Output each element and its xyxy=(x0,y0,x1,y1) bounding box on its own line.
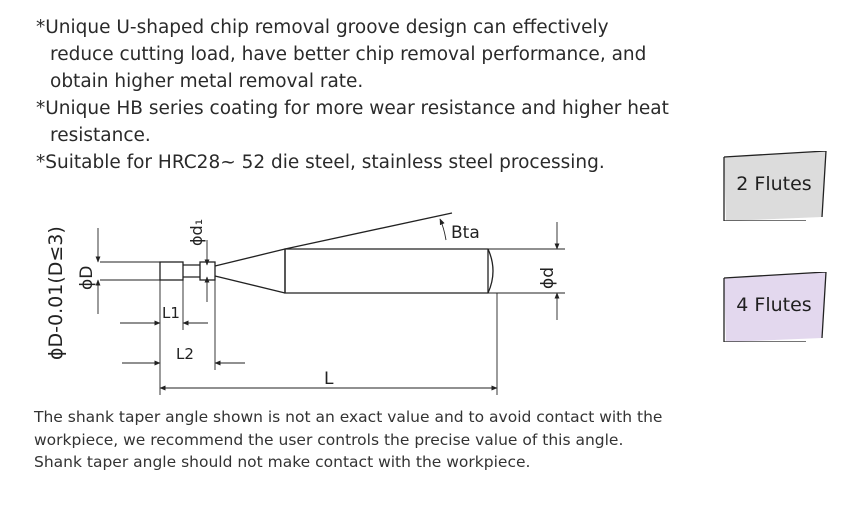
paper-card-icon xyxy=(723,272,827,342)
feature-list: *Unique U-shaped chip removal groove des… xyxy=(36,14,676,176)
paper-card-icon xyxy=(723,151,827,221)
flute-option-2[interactable]: 2 Flutes xyxy=(714,141,834,229)
flute-option-label: 2 Flutes xyxy=(736,173,812,195)
feature-suitability: *Suitable for HRC28~ 52 die steel, stain… xyxy=(36,152,605,173)
taper-angle-note: The shank taper angle shown is not an ex… xyxy=(34,408,663,471)
feature-chip-groove: *Unique U-shaped chip removal groove des… xyxy=(36,17,647,92)
dia-D-label: ϕD xyxy=(77,266,97,290)
L2-label: L2 xyxy=(176,345,194,363)
L-label: L xyxy=(324,369,334,389)
tolerance-label: ϕD-0.01(D≤3) xyxy=(45,226,67,360)
dia-d1-label: ϕd₁ xyxy=(187,219,206,246)
flute-option-4[interactable]: 4 Flutes xyxy=(714,262,834,350)
dia-d-label: ϕd xyxy=(538,267,558,289)
feature-coating: *Unique HB series coating for more wear … xyxy=(36,98,669,146)
taper-angle-label: Bta xyxy=(451,223,480,243)
L1-label: L1 xyxy=(162,304,180,322)
flute-option-label: 4 Flutes xyxy=(736,294,812,316)
